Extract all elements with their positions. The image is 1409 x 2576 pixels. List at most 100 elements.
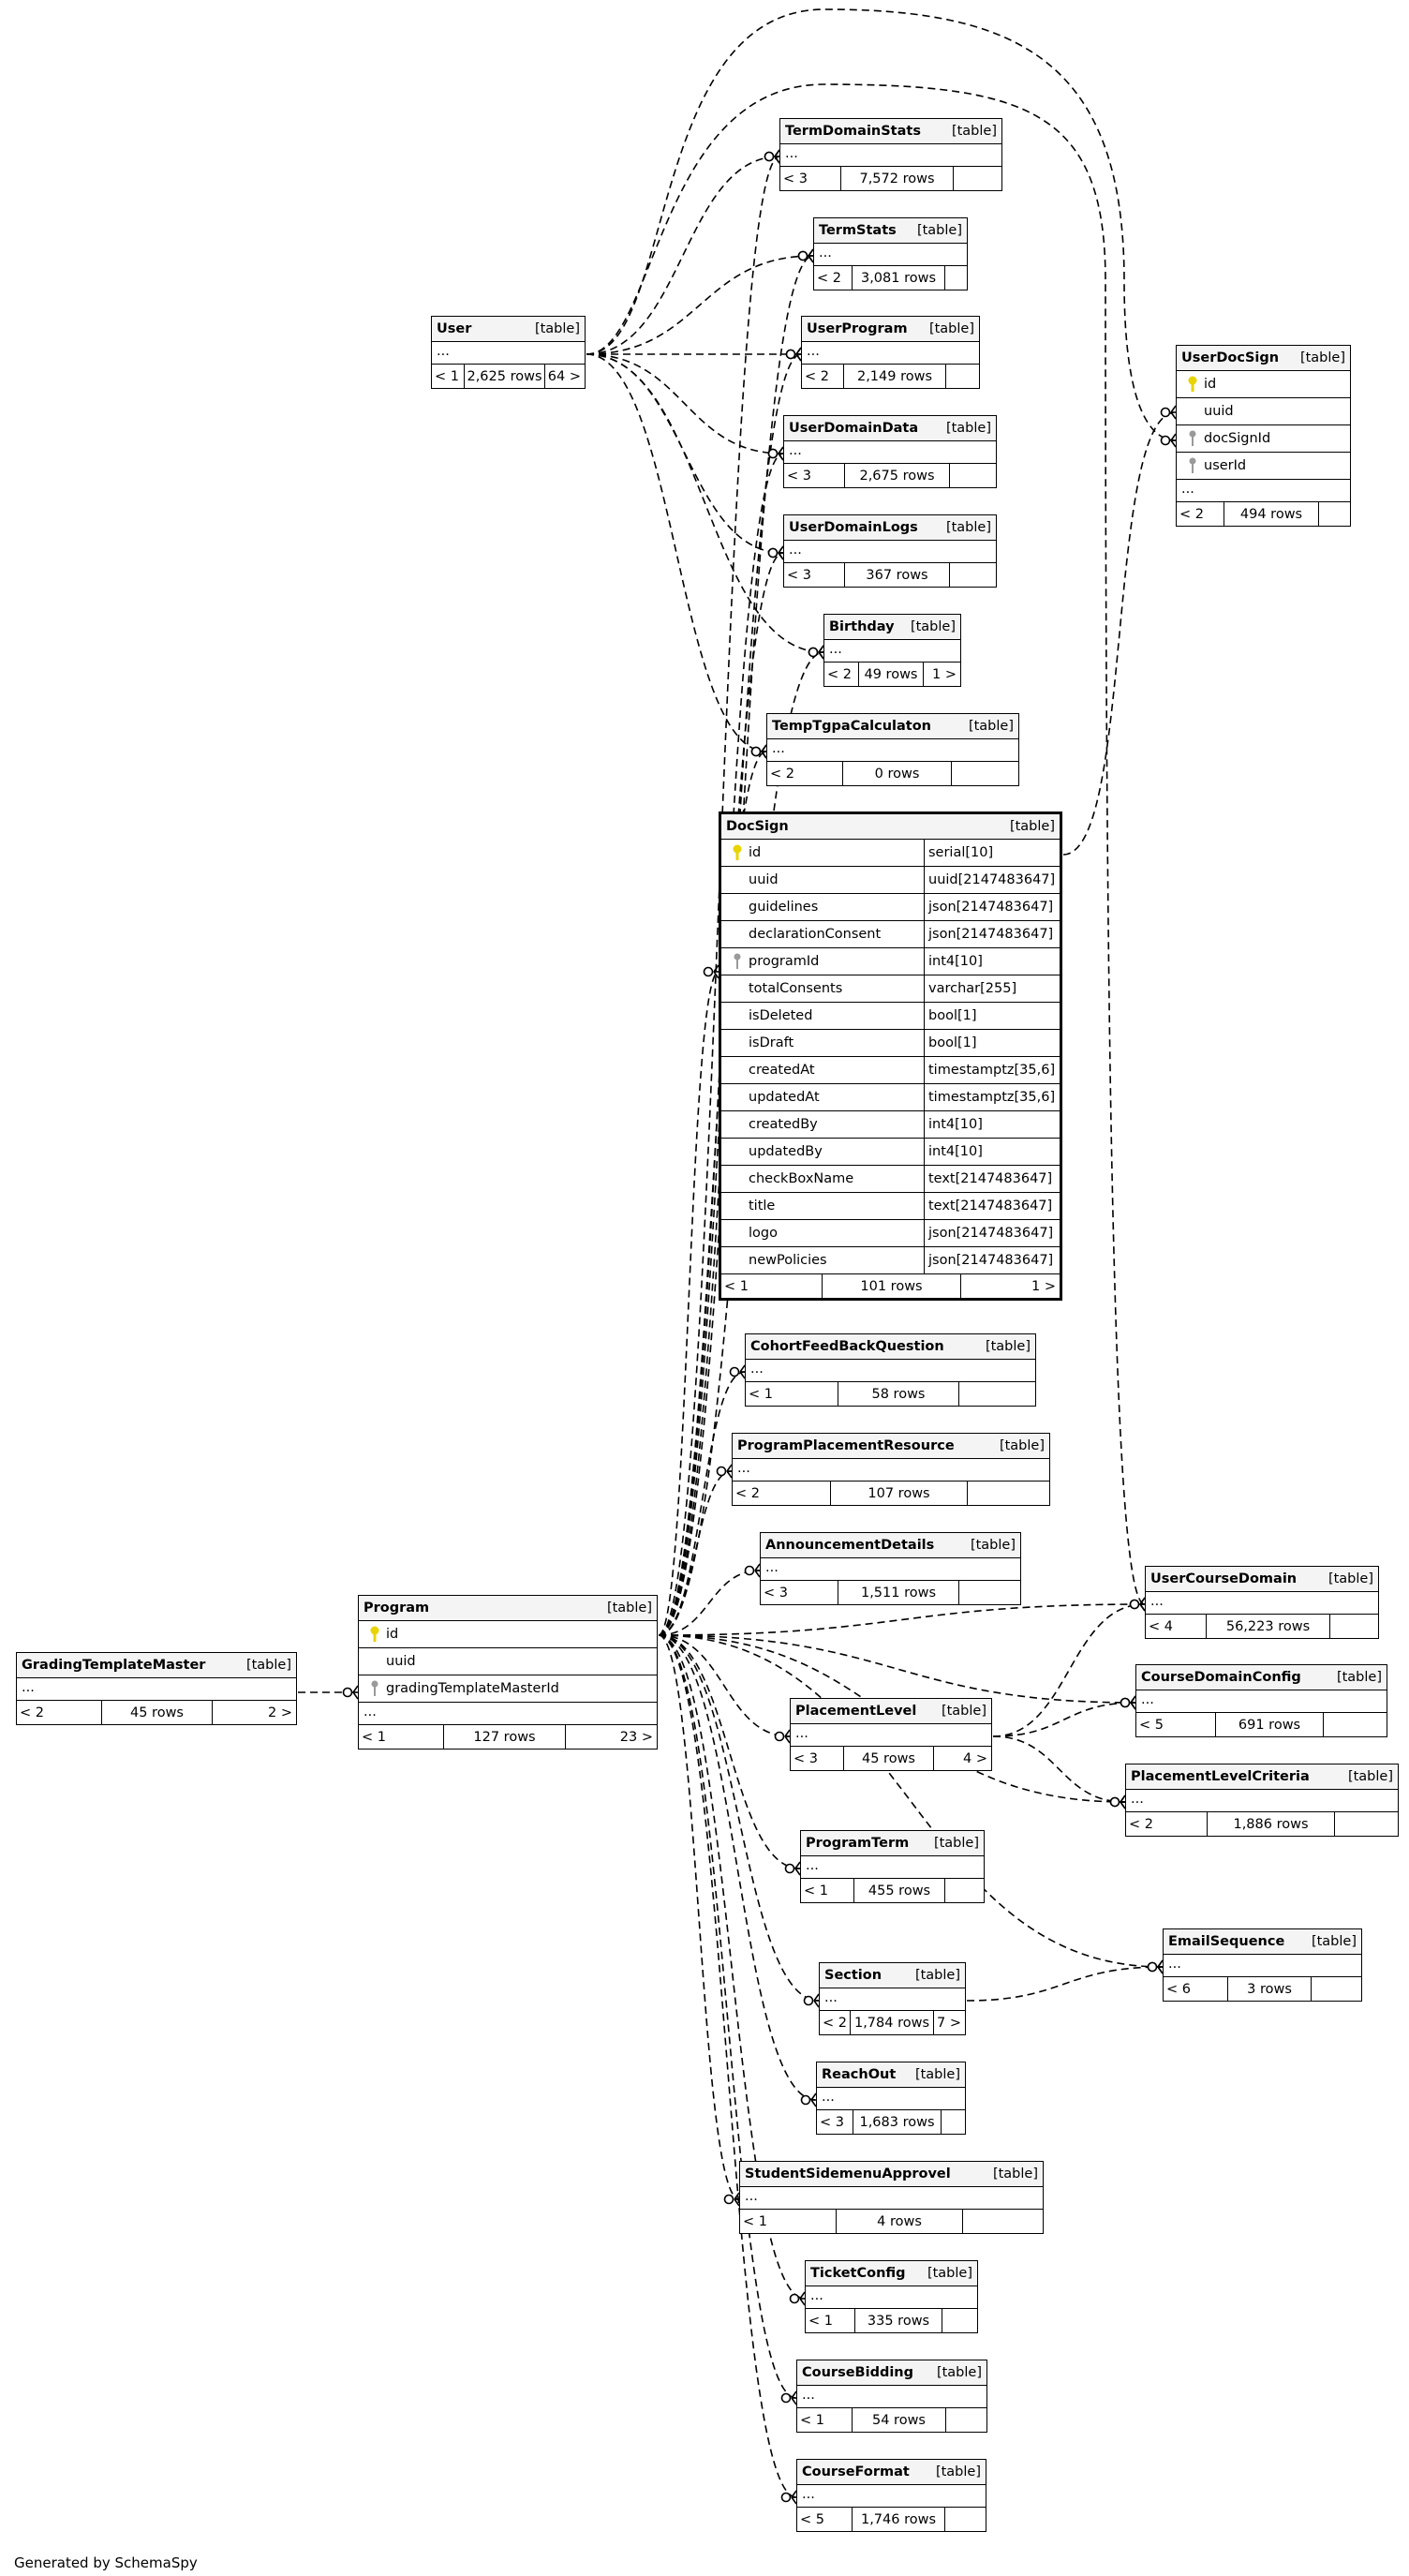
column-datatype: json[2147483647] <box>924 894 1055 920</box>
row-count: 1,511 rows <box>838 1581 958 1604</box>
columns-ellipsis: ... <box>784 541 996 563</box>
primary-key-icon <box>726 844 749 861</box>
row-count: 3 rows <box>1227 1977 1311 2001</box>
table-type: [table] <box>933 1836 979 1851</box>
column-name: id <box>1204 377 1217 392</box>
column-name: createdBy <box>749 1117 818 1132</box>
parents-count: < 2 <box>827 666 852 682</box>
edge-program-child-15 <box>658 1634 801 1869</box>
table-type: [table] <box>935 2464 981 2479</box>
children-count: 1 > <box>960 1274 1060 1298</box>
column-name: logo <box>749 1226 778 1241</box>
crowfoot-marker <box>767 545 784 560</box>
column-name: isDraft <box>749 1035 794 1050</box>
columns-ellipsis: ... <box>797 2386 986 2408</box>
crowfoot-marker <box>744 1563 761 1578</box>
edge-program-child-14 <box>658 1634 1126 1803</box>
columns-ellipsis: ... <box>797 2485 986 2508</box>
parents-count: < 2 <box>735 1485 760 1501</box>
children-count <box>1311 1977 1361 2001</box>
parents-count: < 1 <box>724 1278 749 1294</box>
columns-ellipsis: ... <box>767 739 1018 762</box>
column-row: uuid <box>1177 398 1350 425</box>
column-row: gradingTemplateMasterId <box>359 1675 657 1703</box>
parents-count: < 3 <box>787 468 811 484</box>
row-count: 3,081 rows <box>852 266 944 290</box>
edge-program-child-22 <box>658 1634 797 2498</box>
column-name: declarationConsent <box>749 927 882 942</box>
parents-count: < 3 <box>820 2114 844 2130</box>
parents-count: < 2 <box>1179 506 1204 522</box>
table-type: [table] <box>914 2067 960 2082</box>
table-type: [table] <box>606 1601 652 1616</box>
children-count <box>949 464 996 487</box>
columns-ellipsis: ... <box>432 342 585 365</box>
edge-program-child-12 <box>658 1634 1136 1704</box>
table-type: [table] <box>910 619 956 634</box>
primary-key-icon <box>363 1626 386 1643</box>
foreign-key-icon <box>1181 430 1204 447</box>
parents-count: < 1 <box>362 1729 386 1745</box>
table-name: PlacementLevelCriteria <box>1131 1769 1310 1784</box>
row-count: 49 rows <box>858 663 923 686</box>
row-count: 691 rows <box>1215 1713 1323 1736</box>
crowfoot-marker <box>723 2192 740 2207</box>
column-datatype: timestamptz[35,6] <box>924 1057 1055 1083</box>
table-type: [table] <box>945 520 991 535</box>
column-name: newPolicies <box>749 1253 827 1268</box>
table-name: UserDomainLogs <box>789 520 918 535</box>
table-userdocsign[interactable]: UserDocSign[table] id uuid docSignId use… <box>1176 345 1351 527</box>
primary-key-icon <box>1181 376 1204 393</box>
columns-ellipsis: ... <box>784 441 996 464</box>
column-name: gradingTemplateMasterId <box>386 1681 559 1696</box>
row-count: 2,149 rows <box>843 365 945 388</box>
table-program[interactable]: Program[table] id uuid gradingTemplateMa… <box>358 1595 658 1750</box>
row-count: 107 rows <box>830 1482 967 1505</box>
row-count: 1,746 rows <box>852 2508 944 2531</box>
column-datatype: text[2147483647] <box>924 1166 1055 1192</box>
table-name: EmailSequence <box>1168 1934 1285 1949</box>
table-type: [table] <box>534 321 580 336</box>
parents-count: < 3 <box>764 1585 788 1601</box>
table-name: UserDomainData <box>789 421 919 436</box>
row-count: 127 rows <box>443 1725 565 1749</box>
generated-by-text: Generated by SchemaSpy <box>14 2554 198 2571</box>
parents-count: < 1 <box>804 1883 828 1898</box>
column-name: isDeleted <box>749 1008 813 1023</box>
parents-count: < 2 <box>823 2015 847 2031</box>
column-datatype: uuid[2147483647] <box>924 867 1055 893</box>
crowfoot-marker <box>803 1993 820 2008</box>
columns-ellipsis: ... <box>746 1360 1035 1382</box>
column-datatype: timestamptz[35,6] <box>924 1084 1055 1110</box>
children-count: 23 > <box>565 1725 657 1749</box>
row-count: 7,572 rows <box>840 167 953 190</box>
